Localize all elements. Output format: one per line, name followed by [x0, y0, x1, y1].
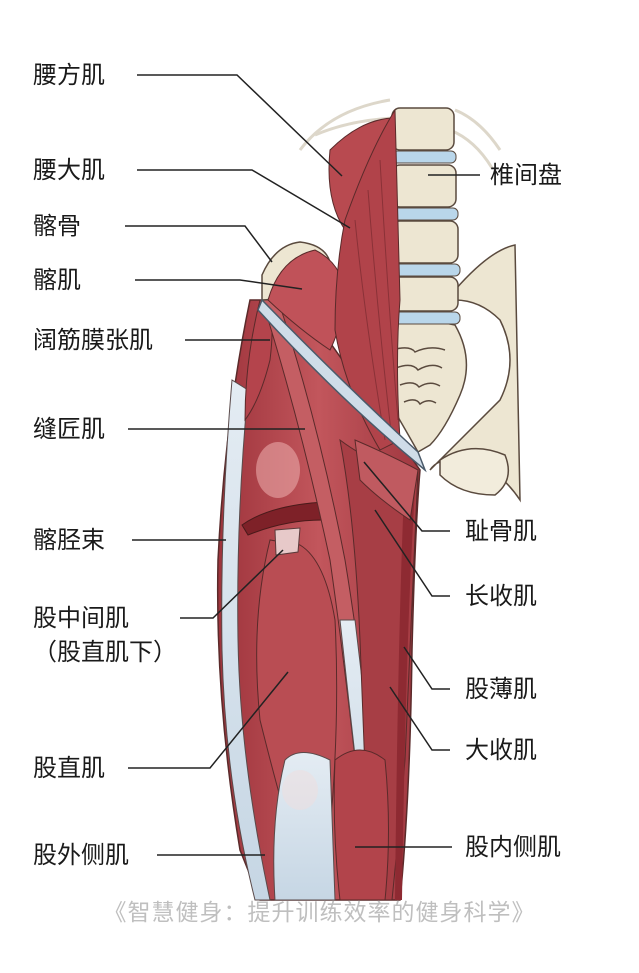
label-vastus-intermedius: 股中间肌 [33, 604, 129, 632]
label-pectineus: 耻骨肌 [465, 517, 537, 545]
label-intervertebral-disc: 椎间盘 [490, 161, 562, 189]
label-vastus-medialis: 股内侧肌 [465, 833, 561, 861]
iliopsoas-group [257, 108, 427, 521]
label-iliacus: 髂肌 [33, 266, 81, 294]
label-ilium: 髂骨 [33, 212, 81, 240]
label-vastus-lateralis: 股外侧肌 [33, 841, 129, 869]
book-credit-watermark: 《智慧健身：提升训练效率的健身科学》 [103, 900, 536, 926]
label-rectus-femoris: 股直肌 [33, 754, 105, 782]
label-vastus-intermedius-note: （股直肌下） [33, 638, 177, 666]
leader-lines [125, 74, 480, 856]
label-tensor-fasciae-latae: 阔筋膜张肌 [33, 326, 153, 354]
label-iliotibial-band: 髂胫束 [33, 526, 105, 554]
label-adductor-longus: 长收肌 [465, 582, 537, 610]
intervertebral-disc-shape [391, 150, 457, 164]
label-sartorius: 缝匠肌 [33, 415, 105, 443]
lumbar-spine [391, 107, 461, 325]
label-quadratus-lumborum: 腰方肌 [33, 61, 105, 89]
label-gracilis: 股薄肌 [465, 675, 537, 703]
label-psoas-major: 腰大肌 [33, 156, 105, 184]
label-adductor-magnus: 大收肌 [465, 736, 537, 764]
